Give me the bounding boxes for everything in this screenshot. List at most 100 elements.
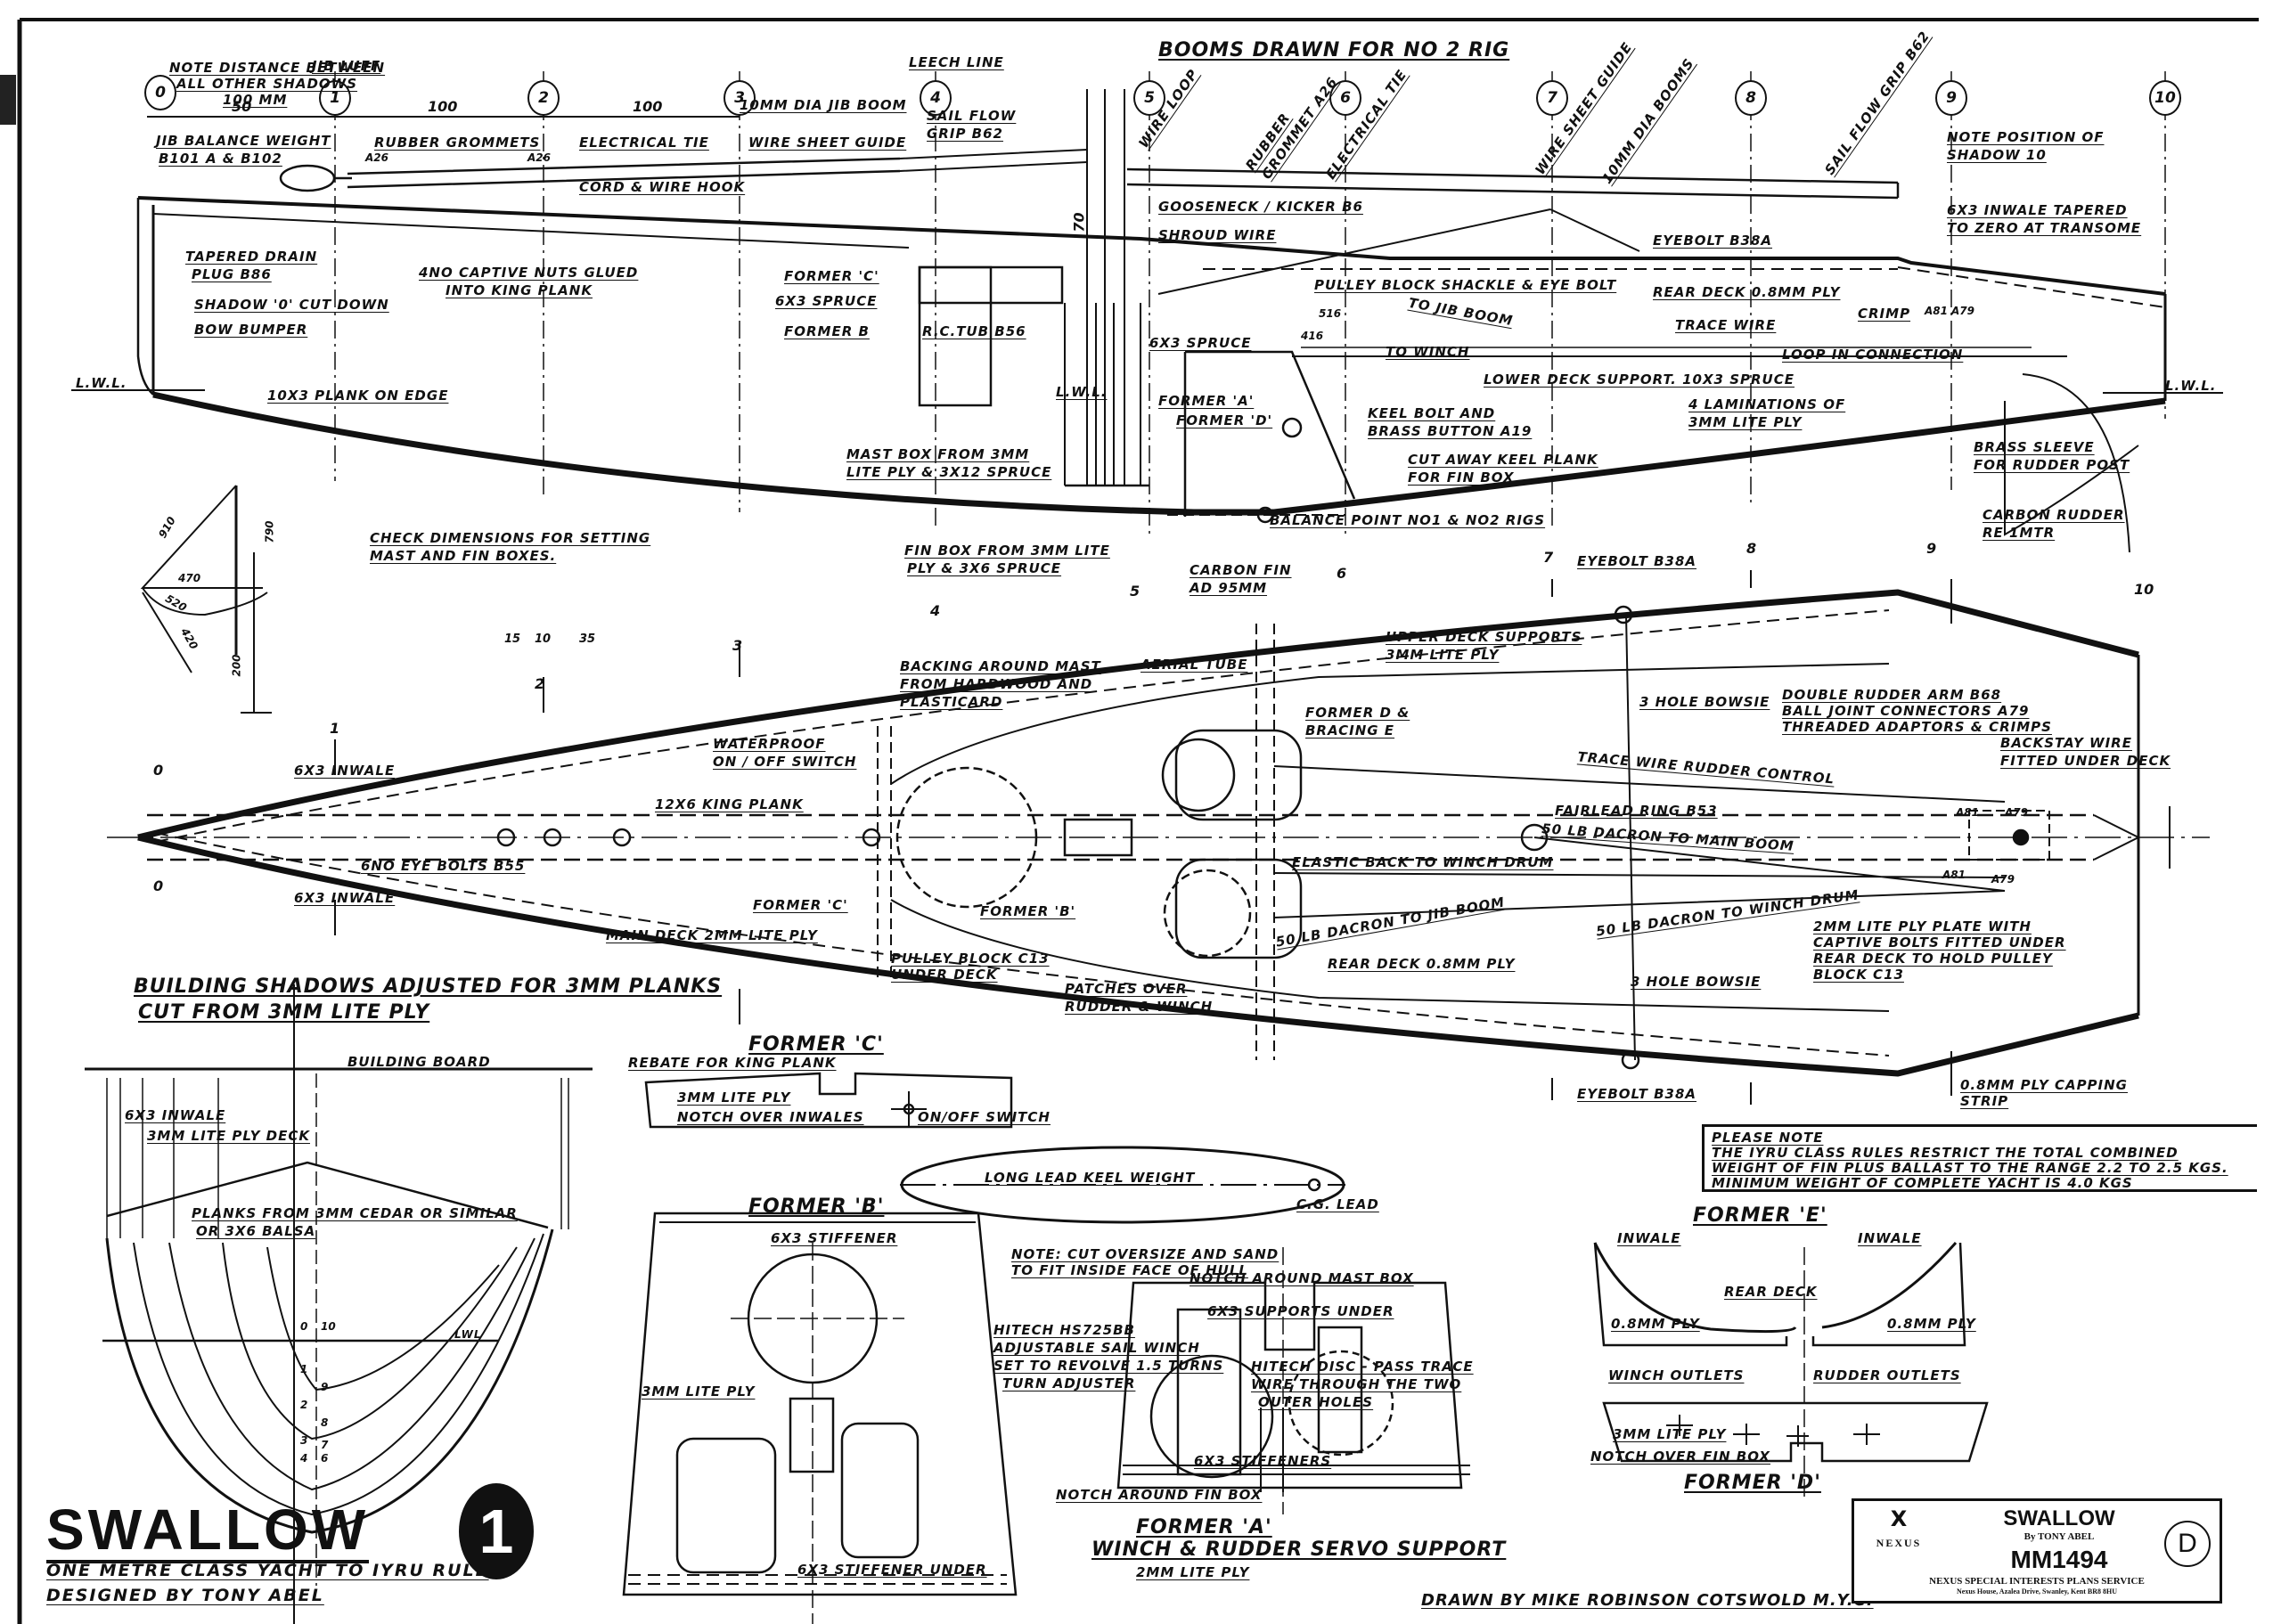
note-line-2: WEIGHT OF FIN PLUS BALLAST TO THE RANGE … <box>1712 1160 2228 1176</box>
plan-deck-bottom <box>137 834 2139 1077</box>
former-d-rudder-outlets: RUDDER OUTLETS <box>1813 1367 1961 1383</box>
label-shadow-inwale: 6x3 INWALE <box>125 1107 226 1123</box>
former-a-notch-fin: NOTCH AROUND FIN BOX <box>1056 1487 1263 1503</box>
label-a26-right: A26 <box>527 151 551 164</box>
label-to-winch: TO WINCH <box>1386 344 1470 360</box>
label-plank-on-edge: 10x3 PLANK ON EDGE <box>267 388 449 404</box>
plan-station-0-top: 0 <box>153 762 164 779</box>
label-capping-1: 0.8MM PLY CAPPING <box>1960 1077 2128 1093</box>
shadow-st-0: 0 <box>300 1320 308 1333</box>
label-capping-2: STRIP <box>1960 1093 2009 1109</box>
label-double-rudder-1: DOUBLE RUDDER ARM B68 <box>1782 687 2002 703</box>
class-rules-note: PLEASE NOTE THE IYRU CLASS RULES RESTRIC… <box>1702 1124 2257 1192</box>
nexus-logo-text: NEXUS <box>1876 1537 1922 1549</box>
former-e-title: FORMER 'E' <box>1693 1204 1827 1227</box>
label-lwl-stern: L.W.L. <box>2165 378 2217 394</box>
former-e-outline <box>1593 1242 1958 1334</box>
label-carbon-rudder-1: CARBON RUDDER <box>1983 507 2125 523</box>
label-a79-bottom: A79 <box>1991 873 2015 885</box>
label-planks-1: PLANKS FROM 3MM CEDAR OR SIMILAR <box>192 1205 518 1221</box>
label-crimp: CRIMP <box>1858 306 1911 322</box>
plan-station-4: 4 <box>930 602 941 619</box>
label-rubber-grommets: RUBBER GROMMETS <box>374 135 541 151</box>
former-e-inwale-left: INWALE <box>1617 1230 1681 1246</box>
label-trace-wire: TRACE WIRE <box>1675 317 1777 333</box>
label-jib-luff: JIB LUFF <box>312 58 381 74</box>
former-b-outline <box>622 1212 1018 1596</box>
former-b-stiffener-under: 6x3 STIFFENER UNDER <box>797 1562 987 1578</box>
label-laminations-1: 4 LAMINATIONS OF <box>1688 396 1846 412</box>
keel-line <box>152 391 2166 516</box>
label-captive-nuts-1: 4No CAPTIVE NUTS GLUED <box>419 265 639 281</box>
label-former-b: FORMER B <box>784 323 870 339</box>
label-carbon-fin-1: CARBON FIN <box>1190 562 1292 578</box>
keel-weight-label: LONG LEAD KEEL WEIGHT <box>985 1170 1196 1186</box>
label-upper-deck-2: 3MM LITE PLY <box>1386 647 1500 663</box>
label-fairlead: FAIRLEAD RING B53 <box>1555 803 1718 819</box>
label-former-c: FORMER 'C' <box>784 268 879 284</box>
former-a-note-2: TO FIT INSIDE FACE OF HULL <box>1011 1262 1248 1278</box>
shadow-marker-0: 0 <box>144 75 176 110</box>
former-b-stiffener-top: 6x3 STIFFENER <box>771 1230 898 1246</box>
label-a81-top: A81 <box>1956 806 1979 819</box>
note-distance-2: ALL OTHER SHADOWS <box>176 76 358 92</box>
shadow-marker-3: 3 <box>724 80 756 116</box>
label-former-b-plan: FORMER 'B' <box>980 903 1076 919</box>
label-bow-bumper: BOW BUMPER <box>194 322 308 338</box>
label-sail-flow-1: SAIL FLOW <box>927 108 1017 124</box>
label-jib-boom: 10MM DIA JIB BOOM <box>740 97 907 113</box>
label-gooseneck: GOOSENECK / KICKER B6 <box>1158 199 1363 215</box>
plans-service: NEXUS SPECIAL INTERESTS PLANS SERVICE <box>1929 1576 2145 1587</box>
label-ply-plate-2: CAPTIVE BOLTS FITTED UNDER <box>1813 934 2066 951</box>
label-drain-1: TAPERED DRAIN <box>185 249 318 265</box>
shadow-st-7: 7 <box>321 1439 329 1451</box>
shadow-marker-4: 4 <box>920 80 952 116</box>
label-cut-away-1: CUT AWAY KEEL PLANK <box>1408 452 1598 468</box>
label-inwale-top: 6x3 INWALE <box>294 763 396 779</box>
edge-stamp <box>0 75 16 125</box>
former-a-hitech-1: HITECH HS725BB <box>993 1322 1135 1338</box>
plan-deck-top <box>137 589 2139 841</box>
label-building-board: BUILDING BOARD <box>347 1054 491 1070</box>
label-backing-2: FROM HARDWOOD AND <box>900 676 1093 692</box>
former-e-inwale-right: INWALE <box>1858 1230 1922 1246</box>
label-planks-2: OR 3x6 BALSA <box>196 1223 316 1239</box>
drawing-title: SWALLOW <box>46 1498 370 1563</box>
former-c-title: FORMER 'C' <box>748 1033 884 1056</box>
label-note-shadow-2: SHADOW 10 <box>1947 147 2047 163</box>
shadow-marker-1: 1 <box>319 80 351 116</box>
label-lwl-bow: L.W.L. <box>76 375 127 391</box>
former-a-disc-2: WIRE THROUGH THE TWO <box>1251 1376 1462 1392</box>
former-c-ply: 3MM LITE PLY <box>677 1089 791 1106</box>
shadow-st-1: 1 <box>300 1363 308 1375</box>
keel-cg-label: C.G. LEAD <box>1296 1196 1379 1212</box>
former-a-outline <box>1116 1281 1463 1489</box>
dim-100-b: 100 <box>633 98 663 115</box>
label-cut-away-2: FOR FIN BOX <box>1408 469 1515 486</box>
label-keel-bolt-2: BRASS BUTTON A19 <box>1368 423 1533 439</box>
former-a-ply: 2MM LITE PLY <box>1136 1564 1250 1580</box>
label-fin-box-2: PLY & 3x6 SPRUCE <box>907 560 1062 576</box>
label-eyebolt-top: EYEBOLT B38A <box>1653 233 1772 249</box>
plan-station-3: 3 <box>732 637 743 654</box>
label-inwale-bottom: 6x3 INWALE <box>294 890 396 906</box>
label-drain-2: PLUG B86 <box>192 266 272 282</box>
label-brass-sleeve-2: FOR RUDDER POST <box>1974 457 2130 473</box>
label-patches-1: PATCHES OVER <box>1065 981 1188 997</box>
shadow-st-3: 3 <box>300 1434 308 1447</box>
former-d-winch-outlets: WINCH OUTLETS <box>1608 1367 1745 1383</box>
label-516: 516 <box>1319 307 1342 320</box>
label-inwale-tapered-2: TO ZERO AT TRANSOME <box>1947 220 2142 236</box>
shadow-marker-8: 8 <box>1735 80 1767 116</box>
label-a79: A79 <box>1951 305 1974 317</box>
former-d-outline <box>1602 1401 1989 1463</box>
label-upper-deck-1: UPPER DECK SUPPORTS <box>1386 629 1582 645</box>
label-elastic: ELASTIC BACK TO WINCH DRUM <box>1292 854 1554 870</box>
label-spruce-6x3-b: 6x3 SPRUCE <box>1149 335 1252 351</box>
former-a-disc-3: OUTER HOLES <box>1258 1394 1374 1410</box>
title-block: X NEXUS SWALLOW By TONY ABEL MM1494 D NE… <box>1852 1498 2222 1604</box>
label-former-c-plan: FORMER 'C' <box>753 897 848 913</box>
label-bowsie-bottom: 3 HOLE BOWSIE <box>1631 974 1762 990</box>
label-eye-bolts: 6No EYE BOLTS B55 <box>361 858 526 874</box>
